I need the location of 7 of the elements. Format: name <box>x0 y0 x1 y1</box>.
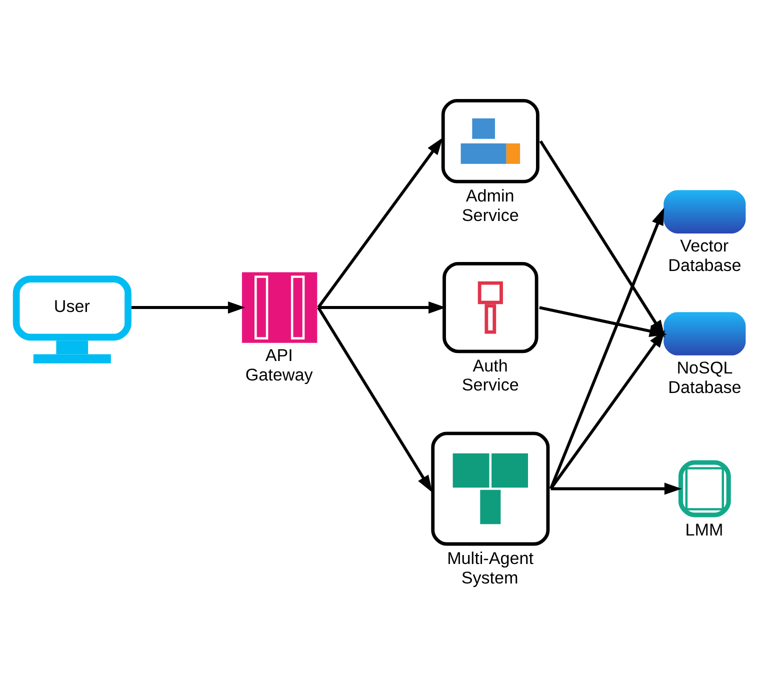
node-label: LMM <box>685 520 724 540</box>
node-label: NoSQL Database <box>668 358 742 398</box>
node-label: Admin Service <box>462 186 519 225</box>
node-label: Vector Database <box>668 236 742 276</box>
node-label: API Gateway <box>245 346 313 384</box>
node-label: Auth Service <box>462 356 519 395</box>
node-label: Multi-Agent System <box>447 548 534 588</box>
